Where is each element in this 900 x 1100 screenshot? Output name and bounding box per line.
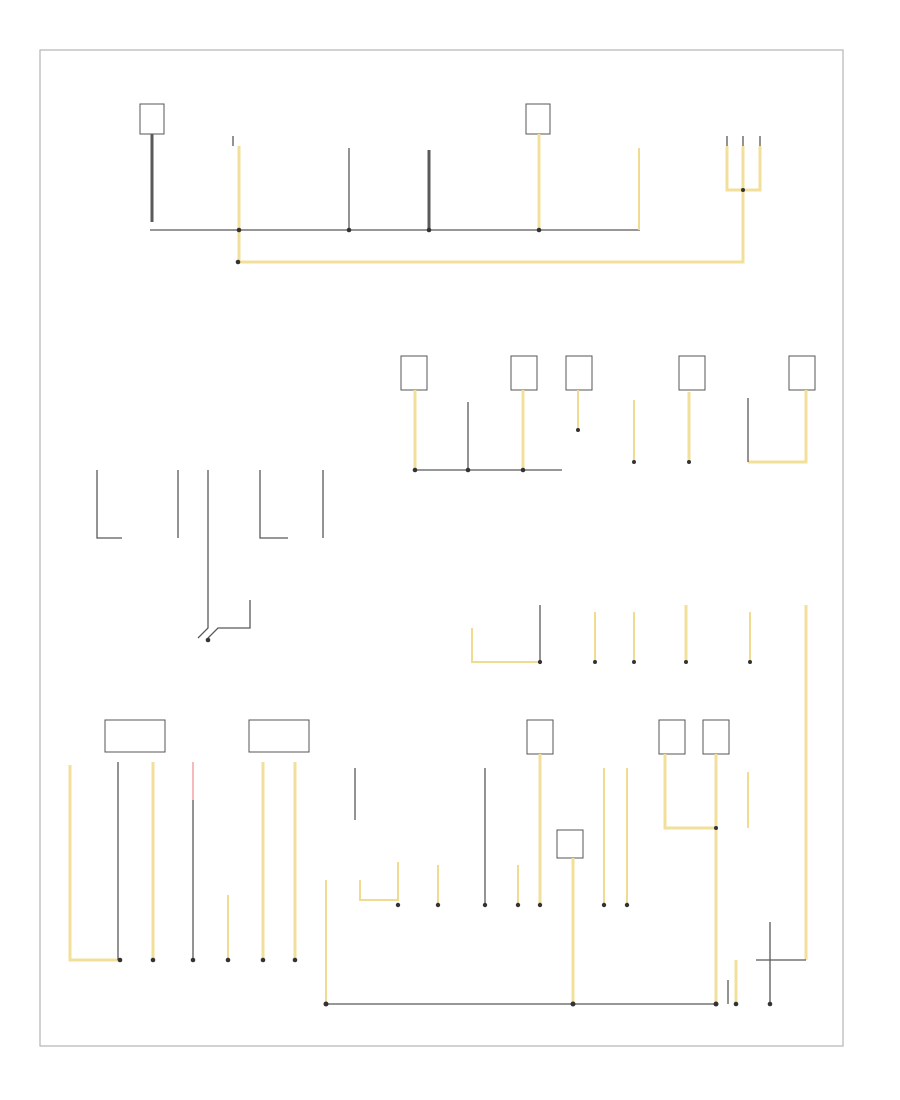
top-section bbox=[139, 103, 762, 265]
splice-node-icon bbox=[465, 467, 471, 473]
component-box-icon bbox=[788, 355, 816, 391]
bottom-section bbox=[68, 719, 806, 1007]
component-box-icon bbox=[658, 719, 686, 755]
component-box-icon bbox=[526, 719, 554, 755]
ground-point-icon bbox=[624, 902, 630, 908]
ground-point-icon bbox=[292, 957, 298, 963]
ground-point-icon bbox=[150, 957, 156, 963]
splice-node-icon bbox=[520, 467, 526, 473]
ground-point-icon bbox=[235, 259, 241, 265]
component-box-icon bbox=[525, 103, 551, 135]
ground-point-icon bbox=[395, 902, 401, 908]
splice-node-icon bbox=[236, 227, 242, 233]
middle-right-section bbox=[400, 355, 816, 473]
ground-point-icon bbox=[601, 902, 607, 908]
ground-point-icon bbox=[537, 902, 543, 908]
ground-point-icon bbox=[687, 460, 691, 464]
ground-point-icon bbox=[576, 428, 580, 432]
ground-point-icon bbox=[733, 1001, 739, 1007]
splice-node-icon bbox=[714, 826, 718, 830]
ground-point-icon bbox=[435, 902, 441, 908]
center-right-section bbox=[471, 605, 808, 960]
ground-point-icon bbox=[205, 637, 211, 643]
splice-node-icon bbox=[537, 659, 543, 665]
splice-node-icon bbox=[536, 227, 542, 233]
ground-point-icon bbox=[593, 660, 597, 664]
component-box-icon bbox=[510, 355, 538, 391]
ground-point-icon bbox=[482, 902, 488, 908]
splice-node-icon bbox=[570, 1001, 576, 1007]
middle-left-section bbox=[96, 470, 324, 643]
ground-point-icon bbox=[767, 1001, 773, 1007]
component-box-icon bbox=[702, 719, 730, 755]
component-box-icon bbox=[139, 103, 165, 135]
component-box-icon bbox=[400, 355, 428, 391]
ground-point-icon bbox=[225, 957, 231, 963]
splice-node-icon bbox=[713, 1001, 719, 1007]
component-box-icon bbox=[565, 355, 593, 391]
component-box-icon bbox=[248, 719, 310, 753]
component-box-icon bbox=[104, 719, 166, 753]
splice-node-icon bbox=[412, 467, 418, 473]
ground-point-icon bbox=[632, 660, 636, 664]
splice-node-icon bbox=[741, 188, 745, 192]
ground-point-icon bbox=[260, 957, 266, 963]
ground-point-icon bbox=[117, 957, 123, 963]
splice-node-icon bbox=[426, 227, 432, 233]
ground-point-icon bbox=[515, 902, 521, 908]
ground-point-icon bbox=[684, 660, 688, 664]
diagram-frame bbox=[39, 49, 844, 1047]
ground-point-icon bbox=[190, 957, 196, 963]
component-box-icon bbox=[678, 355, 706, 391]
ground-point-icon bbox=[748, 660, 752, 664]
splice-node-icon bbox=[346, 227, 352, 233]
splice-node-icon bbox=[323, 1001, 329, 1007]
component-box-icon bbox=[556, 829, 584, 859]
ground-point-icon bbox=[632, 460, 636, 464]
